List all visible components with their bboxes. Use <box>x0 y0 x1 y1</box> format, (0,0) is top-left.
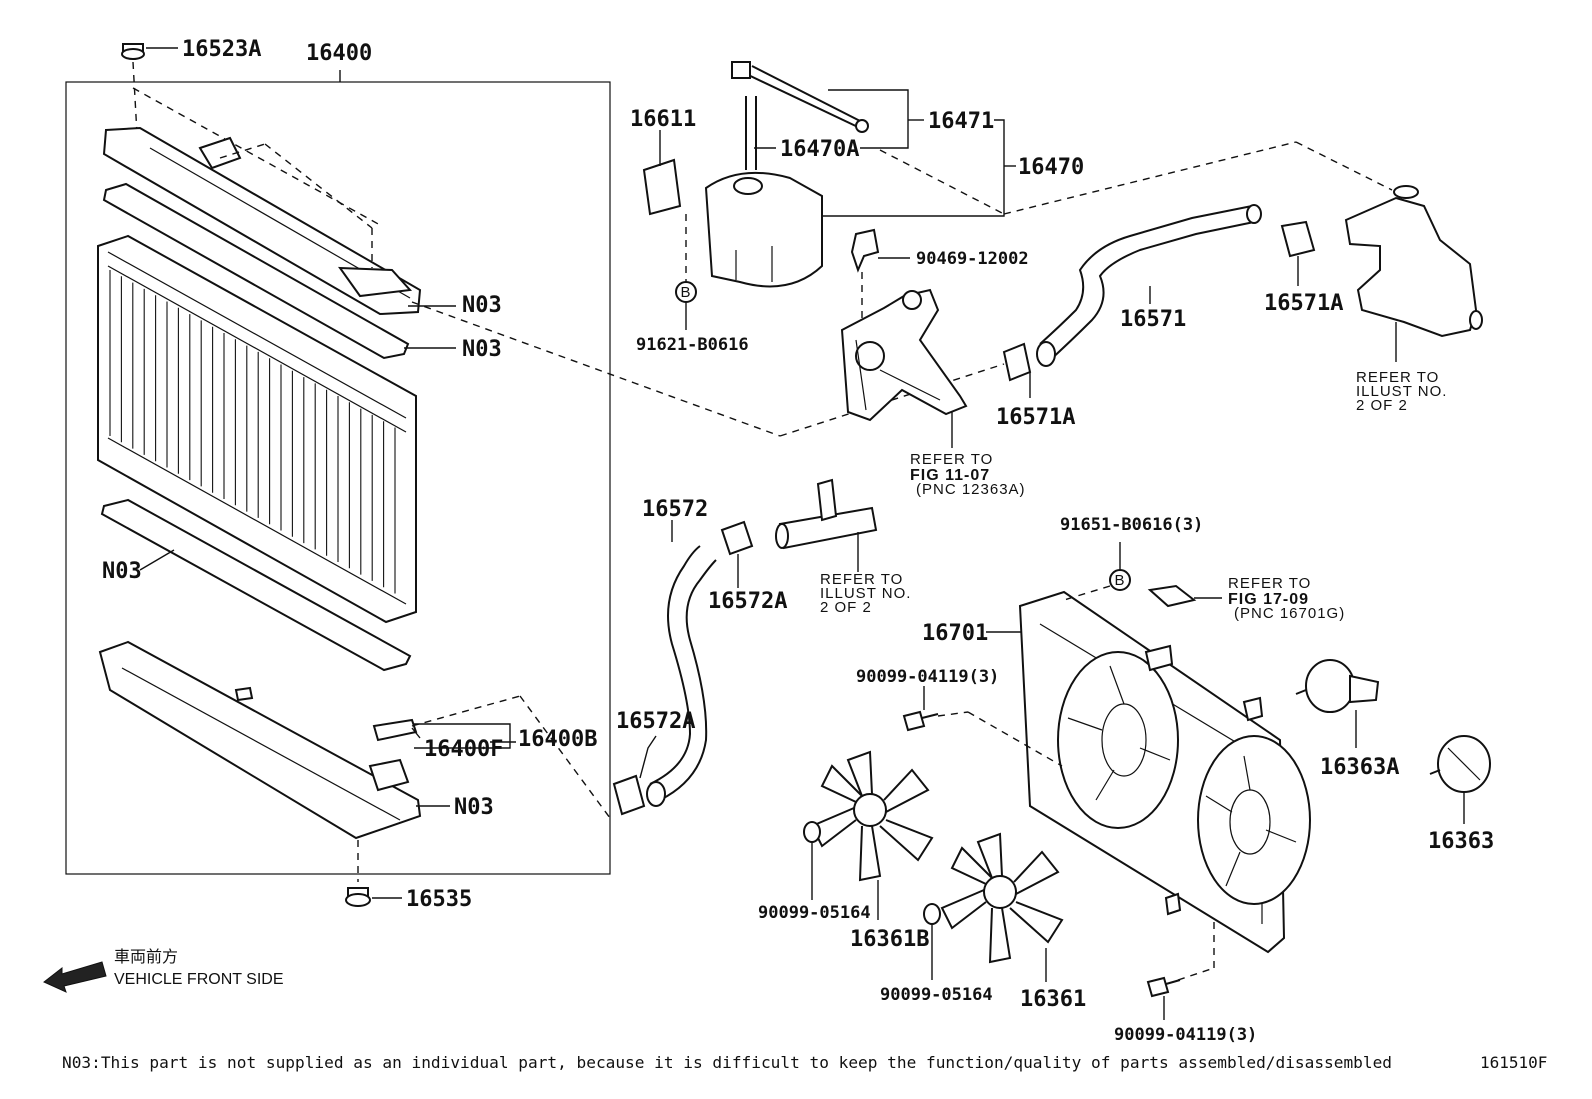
label-n03-upper-tank: N03 <box>462 293 502 318</box>
label-16361: 16361 <box>1020 987 1086 1012</box>
hose-clamp-icon <box>1002 342 1032 382</box>
label-90099-04119-upper: 90099-04119(3) <box>856 667 999 687</box>
nut-icon <box>803 821 821 843</box>
radiator-assembly-frame <box>65 81 611 875</box>
upper-hose-icon <box>1036 204 1262 367</box>
drain-cock-icon <box>372 718 418 742</box>
label-16400B: 16400B <box>518 727 597 752</box>
vehicle-front-arrow-icon <box>43 961 107 993</box>
ref-fig-1709-2: FIG 17-09 <box>1228 591 1309 608</box>
hose-clamp-icon <box>612 774 646 816</box>
label-16471: 16471 <box>928 109 994 134</box>
caution-label-icon <box>1147 584 1197 608</box>
label-16361B: 16361B <box>850 927 929 952</box>
label-16470A: 16470A <box>780 137 859 162</box>
label-16572A-upper: 16572A <box>708 589 787 614</box>
bolt-icon <box>902 710 939 732</box>
ref-illust-upper-1: REFER TO <box>1356 369 1439 386</box>
ref-illust-lower-2: ILLUST NO. <box>820 585 911 602</box>
water-pipe-icon <box>775 478 878 550</box>
label-n03-upper-gasket: N03 <box>462 337 502 362</box>
label-90099-04119-lower: 90099-04119(3) <box>1114 1025 1257 1045</box>
label-16470: 16470 <box>1018 155 1084 180</box>
nut-icon <box>923 903 941 925</box>
label-16701: 16701 <box>922 621 988 646</box>
label-16611: 16611 <box>630 107 696 132</box>
drain-plug-icon <box>345 887 371 907</box>
label-91651-B0616: 91651-B0616(3) <box>1060 515 1203 535</box>
label-16400F: 16400F <box>424 737 503 762</box>
lower-gasket-icon <box>100 498 412 672</box>
ref-fig-1709-1: REFER TO <box>1228 575 1311 592</box>
reservoir-bracket-icon <box>642 158 682 216</box>
reservoir-hose-icon <box>731 61 869 133</box>
fan-blade-icon <box>810 750 934 882</box>
bolt-icon <box>1146 976 1181 998</box>
radiator-core-icon <box>97 234 417 624</box>
label-16572: 16572 <box>642 497 708 522</box>
lower-hose-icon <box>646 545 717 807</box>
fan-shroud-icon <box>1018 590 1311 954</box>
fan-blade-icon <box>940 832 1064 964</box>
clip-icon <box>850 228 880 273</box>
ref-fig-1107-1: REFER TO <box>910 451 993 468</box>
engine-mount-icon <box>840 288 968 422</box>
hose-clamp-icon <box>1280 220 1316 258</box>
ref-fig-1709-3: (PNC 16701G) <box>1234 605 1345 622</box>
ref-illust-upper-3: 2 OF 2 <box>1356 397 1408 414</box>
label-16571A-right: 16571A <box>1264 291 1343 316</box>
label-16363A: 16363A <box>1320 755 1399 780</box>
label-90099-05164-left: 90099-05164 <box>758 903 871 923</box>
label-16572A-lower: 16572A <box>616 709 695 734</box>
ref-fig-1107-3: (PNC 12363A) <box>916 481 1026 498</box>
marker-b-1: B <box>680 284 691 301</box>
label-16523A: 16523A <box>182 37 261 62</box>
ref-illust-upper-2: ILLUST NO. <box>1356 383 1447 400</box>
label-16535: 16535 <box>406 887 472 912</box>
water-outlet-icon <box>1344 185 1483 338</box>
radiator-fins <box>109 270 396 594</box>
label-90099-05164-right: 90099-05164 <box>880 985 993 1005</box>
label-91621-B0616: 91621-B0616 <box>636 335 749 355</box>
label-16571: 16571 <box>1120 307 1186 332</box>
radiator-cap-icon <box>121 43 145 60</box>
label-n03-lower-tank: N03 <box>454 795 494 820</box>
vehicle-front-jp: 車両前方 <box>114 948 178 966</box>
upper-gasket-icon <box>102 182 410 360</box>
ref-fig-1107-2: FIG 11-07 <box>910 467 990 484</box>
vehicle-front-en: VEHICLE FRONT SIDE <box>114 971 284 988</box>
fan-motor-icon <box>1295 659 1380 713</box>
label-n03-lower-gasket: N03 <box>102 559 142 584</box>
lower-tank-icon <box>98 640 422 840</box>
label-16571A-left: 16571A <box>996 405 1075 430</box>
hose-clamp-icon <box>720 520 754 556</box>
ref-illust-lower-3: 2 OF 2 <box>820 599 872 616</box>
marker-b-2: B <box>1114 572 1125 589</box>
footnote-n03: N03:This part is not supplied as an indi… <box>62 1053 1392 1072</box>
reservoir-tank-icon <box>704 171 823 288</box>
ref-illust-lower-1: REFER TO <box>820 571 903 588</box>
upper-tank-icon <box>102 126 422 316</box>
illustration-id: 161510F <box>1480 1053 1547 1072</box>
overflow-tube-icon <box>745 96 757 170</box>
label-90469-12002: 90469-12002 <box>916 249 1029 269</box>
fan-motor-icon <box>1429 735 1491 793</box>
label-16363: 16363 <box>1428 829 1494 854</box>
label-16400: 16400 <box>306 41 372 66</box>
